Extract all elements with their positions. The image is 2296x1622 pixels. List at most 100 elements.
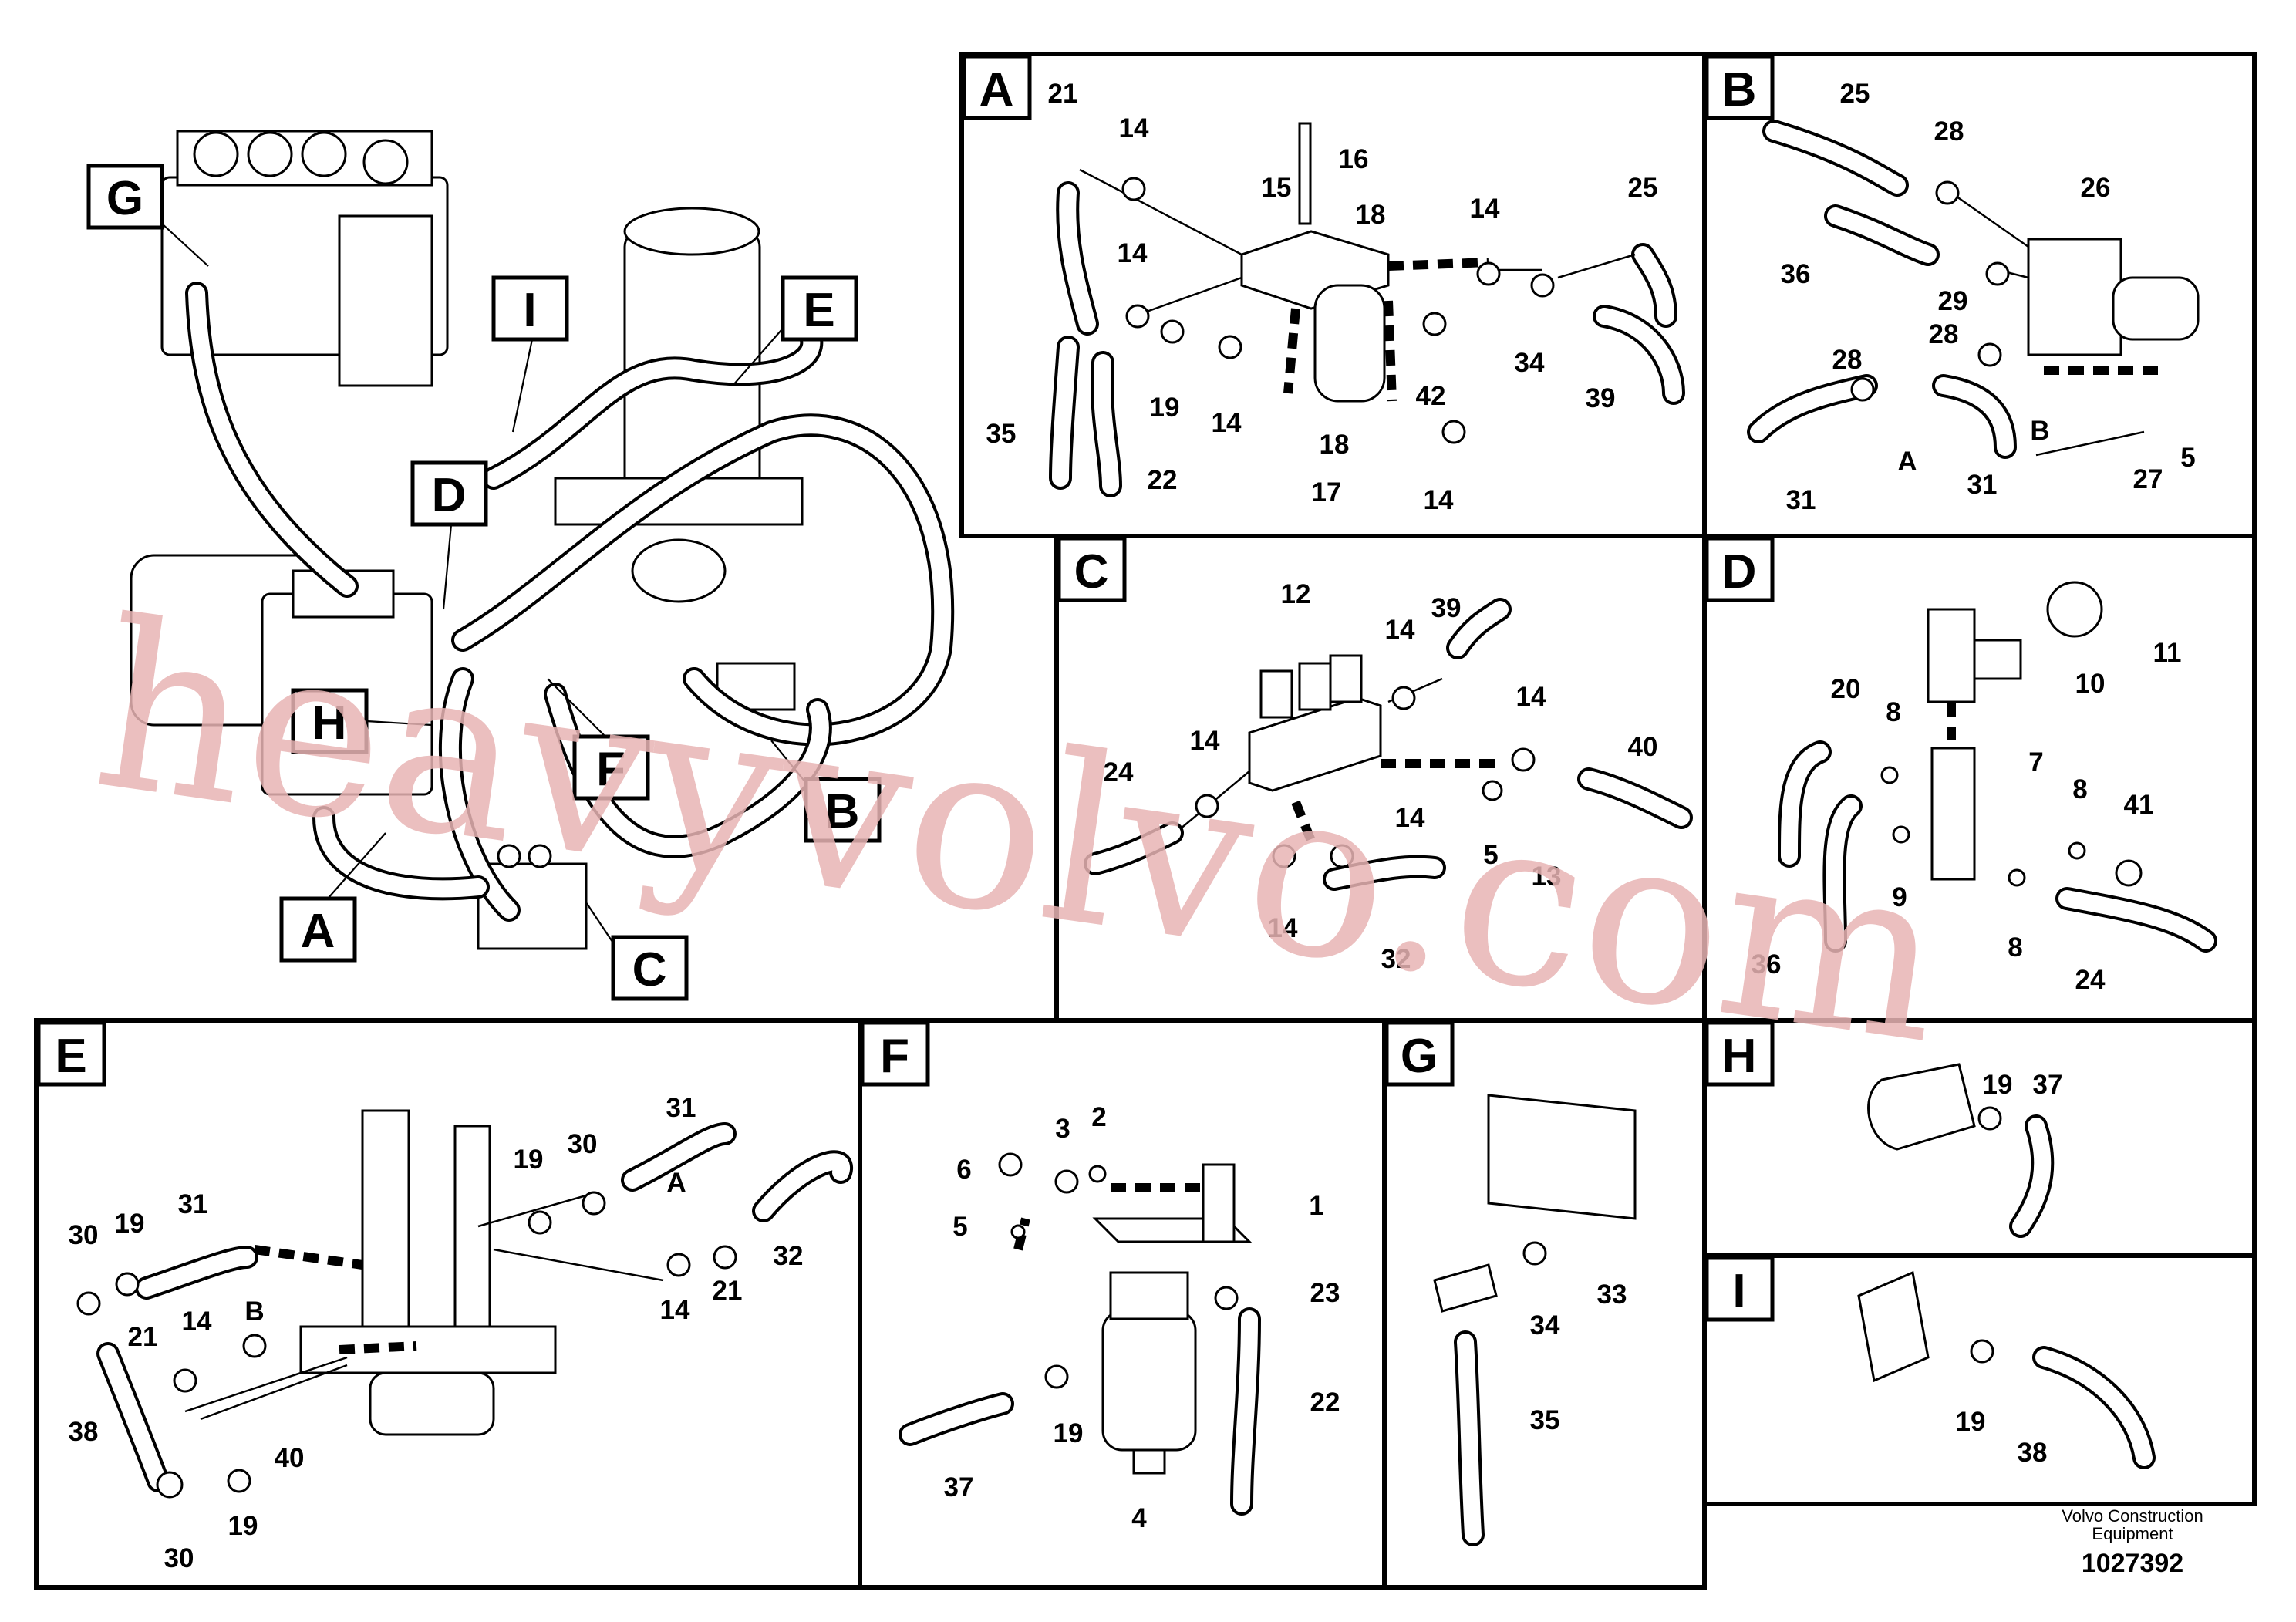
callout-7: 7 — [2028, 747, 2043, 777]
callout-b: B — [244, 1297, 264, 1327]
svg-text:B: B — [825, 785, 860, 838]
callout-30: 30 — [568, 1129, 598, 1159]
callout-32: 32 — [774, 1241, 804, 1271]
callout-38: 38 — [2018, 1438, 2048, 1468]
callout-16: 16 — [1339, 144, 1369, 174]
panel-a-tag: A — [979, 63, 1014, 116]
svg-text:C: C — [632, 943, 667, 996]
callout-a: A — [666, 1168, 686, 1198]
panel-e: E 31 30 19 31 30 19 A 14 B 21 21 14 32 3… — [36, 1020, 853, 1573]
callout-19: 19 — [1956, 1407, 1986, 1437]
callout-5: 5 — [952, 1212, 967, 1242]
panel-a: A 21 14 16 15 18 14 14 25 35 19 22 14 — [962, 54, 1685, 515]
svg-text:A: A — [301, 905, 335, 958]
overview-tag-f: F — [547, 678, 650, 801]
callout-34: 34 — [1530, 1310, 1560, 1340]
callout-14: 14 — [1470, 194, 1500, 224]
callout-b: B — [2030, 416, 2049, 446]
callout-20: 20 — [1831, 674, 1861, 704]
callout-28: 28 — [1929, 319, 1959, 349]
panel-c: C 12 14 39 14 14 40 24 14 5 13 14 32 — [1057, 536, 1693, 974]
callout-26: 26 — [2081, 173, 2111, 203]
callout-14: 14 — [1424, 485, 1454, 515]
svg-text:E: E — [803, 284, 834, 337]
panel-e-tag: E — [55, 1030, 86, 1083]
callout-40: 40 — [275, 1443, 305, 1473]
callout-19: 19 — [228, 1511, 258, 1541]
callout-11: 11 — [2153, 638, 2182, 668]
panel-d-tag: D — [1722, 545, 1757, 599]
callout-23: 23 — [1310, 1278, 1340, 1308]
overview-tag-i: I — [491, 275, 569, 433]
callout-14: 14 — [1395, 803, 1425, 833]
svg-text:D: D — [432, 469, 467, 522]
callout-39: 39 — [1586, 383, 1616, 413]
callout-14: 14 — [1212, 408, 1242, 438]
callout-14: 14 — [1118, 238, 1148, 268]
callout-15: 15 — [1262, 173, 1292, 203]
panel-h: H 19 37 — [1704, 1020, 2063, 1238]
overview-tag-c: C — [585, 902, 689, 1001]
callout-17: 17 — [1312, 477, 1342, 508]
callout-a: A — [1897, 447, 1917, 477]
panel-b-tag: B — [1722, 63, 1757, 116]
callout-5: 5 — [1483, 840, 1498, 870]
company-name-line2: Equipment — [2092, 1524, 2173, 1543]
document-number: 1027392 — [2082, 1549, 2183, 1578]
callout-19: 19 — [1983, 1070, 2013, 1100]
callout-19: 19 — [1150, 393, 1180, 423]
callout-28: 28 — [1934, 116, 1964, 147]
callout-34: 34 — [1515, 348, 1545, 378]
callout-14: 14 — [182, 1307, 212, 1337]
panel-d: D 11 10 20 8 7 8 41 9 8 36 24 — [1704, 536, 2217, 995]
overview-tag-g: G — [86, 164, 209, 267]
callout-3: 3 — [1055, 1114, 1070, 1144]
callout-31: 31 — [666, 1093, 696, 1123]
callout-5: 5 — [2180, 443, 2195, 473]
callout-31: 31 — [1786, 485, 1816, 515]
overview-tag-a: A — [279, 832, 386, 963]
callout-10: 10 — [2075, 669, 2106, 699]
callout-37: 37 — [2033, 1070, 2063, 1100]
callout-39: 39 — [1431, 593, 1462, 623]
callout-8: 8 — [2008, 932, 2022, 963]
callout-13: 13 — [1532, 862, 1562, 892]
callout-21: 21 — [713, 1276, 743, 1306]
callout-18: 18 — [1356, 200, 1386, 230]
callout-14: 14 — [1385, 615, 1415, 645]
callout-37: 37 — [944, 1472, 974, 1502]
svg-text:F: F — [596, 743, 625, 796]
panel-b: B 25 28 26 36 29 28 28 A B 31 31 27 5 — [1704, 54, 2200, 515]
svg-text:I: I — [523, 284, 536, 337]
overview-tag-b: B — [770, 740, 882, 843]
callout-24: 24 — [1104, 757, 1134, 787]
callout-18: 18 — [1320, 430, 1350, 460]
callout-19: 19 — [514, 1145, 544, 1175]
callout-1: 1 — [1309, 1191, 1323, 1221]
callout-42: 42 — [1416, 381, 1446, 411]
callout-14: 14 — [1516, 682, 1546, 712]
panel-f-tag: F — [880, 1030, 909, 1083]
callout-9: 9 — [1892, 882, 1907, 912]
panel-h-tag: H — [1722, 1030, 1757, 1083]
callout-6: 6 — [956, 1155, 971, 1185]
panel-f: F 3 2 6 5 1 23 22 37 19 4 — [860, 1020, 1340, 1533]
callout-35: 35 — [1530, 1405, 1560, 1435]
callout-25: 25 — [1628, 173, 1658, 203]
panel-i-frame — [1702, 1253, 2257, 1506]
callout-19: 19 — [1054, 1418, 1084, 1448]
callout-41: 41 — [2124, 790, 2154, 820]
callout-36: 36 — [1781, 259, 1811, 289]
callout-21: 21 — [128, 1322, 158, 1352]
panel-c-tag: C — [1074, 545, 1109, 599]
panel-g-tag: G — [1401, 1030, 1438, 1083]
panel-g: G 33 34 35 — [1384, 1020, 1637, 1546]
overview-tag-d: D — [410, 460, 488, 610]
callout-19: 19 — [115, 1209, 145, 1239]
callout-21: 21 — [1048, 79, 1078, 109]
callout-31: 31 — [178, 1189, 208, 1219]
callout-28: 28 — [1832, 345, 1863, 375]
company-name-line1: Volvo Construction — [2062, 1506, 2203, 1526]
callout-2: 2 — [1091, 1102, 1106, 1132]
